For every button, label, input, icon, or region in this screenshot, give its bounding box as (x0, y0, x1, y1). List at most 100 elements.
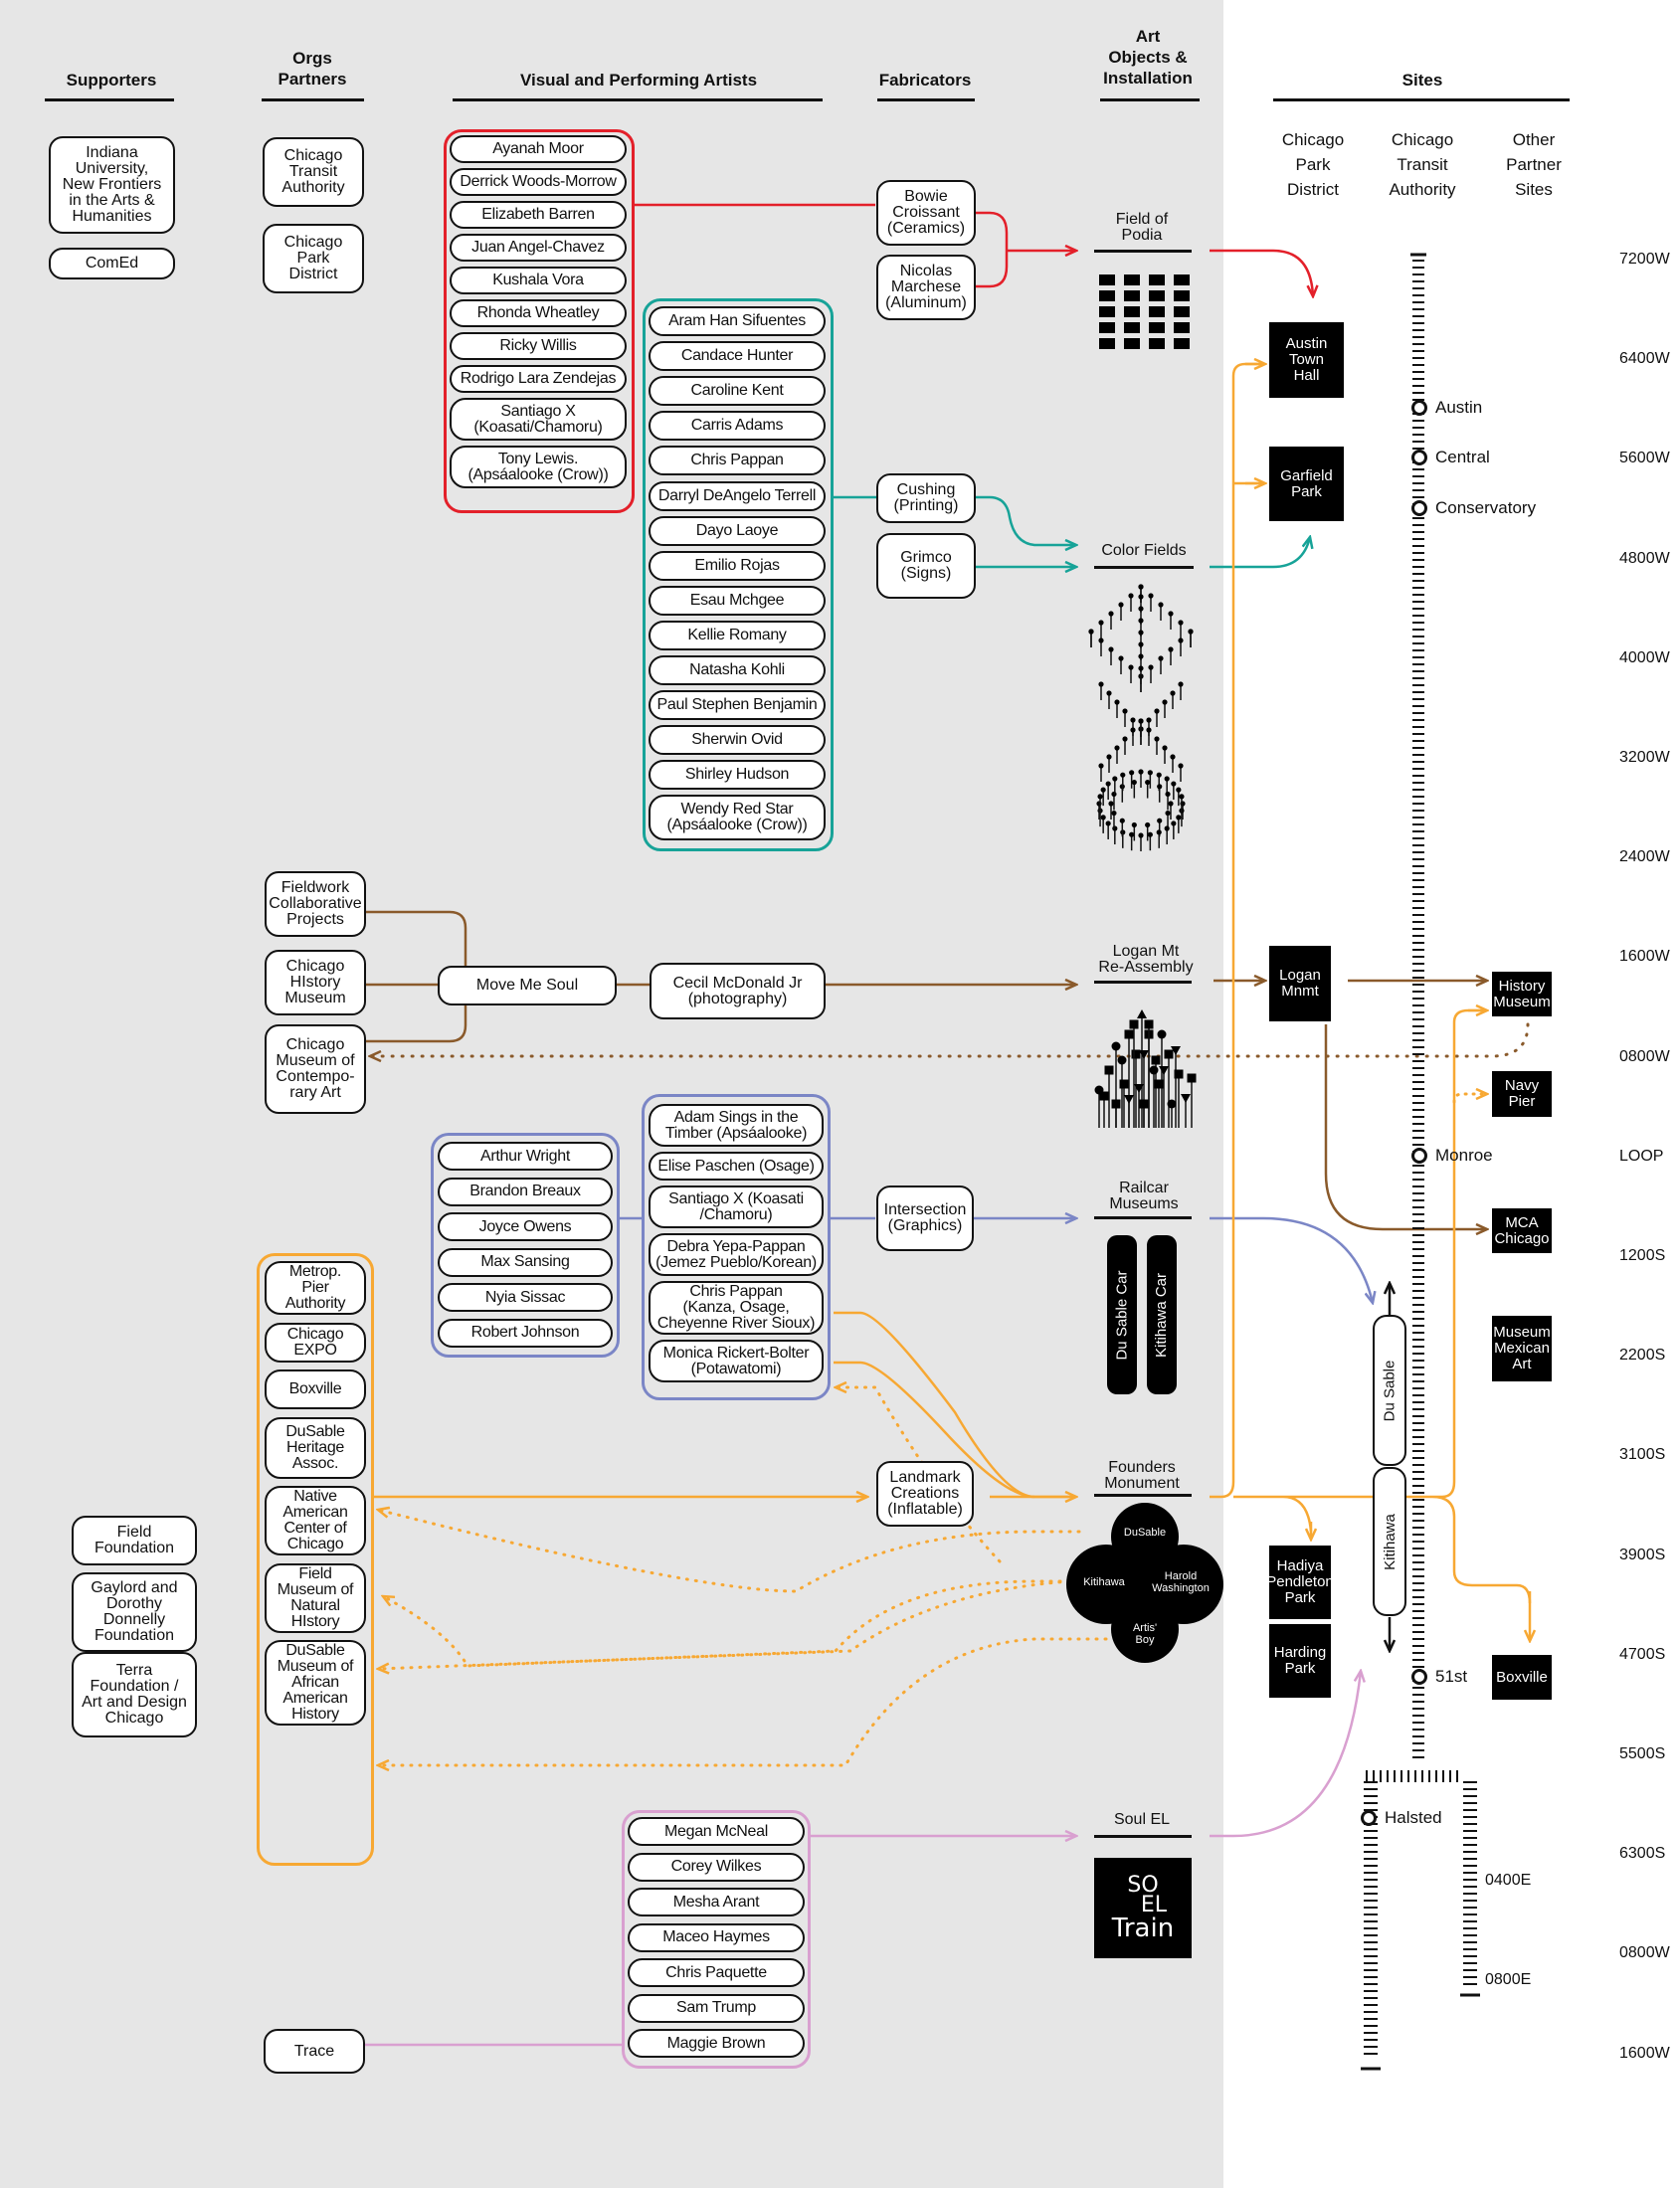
org-fieldwork[interactable]: Fieldwork Collaborative Projects (265, 871, 366, 937)
site-navy-pier[interactable]: Navy Pier (1492, 1071, 1552, 1117)
fabricator-intersection[interactable]: Intersection (Graphics) (876, 1185, 974, 1251)
railcar-du-sable: Du Sable Car (1107, 1235, 1137, 1394)
artist-blue-right[interactable]: Elise Paschen (Osage) (649, 1152, 824, 1181)
artist-pink[interactable]: Maceo Haymes (628, 1922, 805, 1952)
artist-teal[interactable]: Aram Han Sifuentes (649, 306, 826, 336)
site-boxville[interactable]: Boxville (1492, 1655, 1552, 1700)
coordinate-label: 6300S (1619, 1845, 1666, 1863)
art-object-founders-monument[interactable]: Founders Monument (1104, 1459, 1180, 1492)
site-austin-town-hall[interactable]: Austin Town Hall (1269, 322, 1344, 398)
org-orange[interactable]: DuSable Heritage Assoc. (265, 1416, 366, 1479)
fabricator-cushing[interactable]: Cushing (Printing) (876, 473, 976, 523)
rule-railcar (1094, 1216, 1192, 1219)
supporter-terra-foundation[interactable]: Terra Foundation / Art and Design Chicag… (72, 1652, 197, 1737)
supporter-comed[interactable]: ComEd (49, 248, 175, 279)
artist-teal[interactable]: Paul Stephen Benjamin (649, 690, 826, 721)
art-object-railcar-museums[interactable]: Railcar Museums (1109, 1180, 1179, 1212)
station-ring-icon (1411, 1148, 1427, 1164)
artist-red[interactable]: Derrick Woods-Morrow (450, 168, 627, 196)
artist-teal[interactable]: Darryl DeAngelo Terrell (649, 480, 826, 511)
artist-cecil-mcdonald[interactable]: Cecil McDonald Jr (photography) (650, 963, 826, 1019)
artist-blue-right[interactable]: Santiago X (Koasati /Chamoru) (649, 1185, 824, 1228)
artist-blue-left[interactable]: Joyce Owens (438, 1212, 613, 1241)
art-object-field-of-podia[interactable]: Field of Podia (1115, 211, 1169, 244)
org-mca[interactable]: Chicago Museum of Contempo- rary Art (265, 1024, 366, 1114)
founders-part-dusable: DuSable (1123, 1527, 1167, 1539)
artist-red[interactable]: Tony Lewis. (Apsáalooke (Crow)) (450, 446, 627, 488)
coordinate-label: 1200S (1619, 1247, 1666, 1264)
site-logan-mnmt[interactable]: Logan Mnmt (1269, 946, 1331, 1021)
org-orange[interactable]: Field Museum of Natural HIstory (265, 1562, 366, 1633)
artist-teal[interactable]: Sherwin Ovid (649, 725, 826, 756)
artist-pink[interactable]: Chris Paquette (628, 1958, 805, 1987)
artist-blue-right[interactable]: Monica Rickert-Bolter (Potawatomi) (649, 1340, 824, 1382)
org-orange[interactable]: Native American Center of Chicago (265, 1486, 366, 1555)
fabricator-grimco[interactable]: Grimco (Signs) (876, 533, 976, 599)
supporter-gaylord-donnelly[interactable]: Gaylord and Dorothy Donnelly Foundation (72, 1572, 197, 1652)
site-mca-chicago[interactable]: MCA Chicago (1492, 1208, 1552, 1253)
artist-red[interactable]: Kushala Vora (450, 267, 627, 294)
header-rule-artists (453, 98, 823, 101)
artist-teal[interactable]: Shirley Hudson (649, 760, 826, 791)
artist-red[interactable]: Rhonda Wheatley (450, 299, 627, 327)
org-orange[interactable]: DuSable Museum of African American Histo… (265, 1640, 366, 1726)
coordinate-label: 7200W (1619, 251, 1670, 268)
site-history-museum[interactable]: History Museum (1492, 972, 1552, 1016)
artist-blue-left[interactable]: Max Sansing (438, 1247, 613, 1277)
artist-red[interactable]: Elizabeth Barren (450, 201, 627, 229)
art-object-soul-el[interactable]: Soul EL (1113, 1811, 1171, 1828)
artist-teal[interactable]: Carris Adams (649, 411, 826, 442)
artist-red[interactable]: Ricky Willis (450, 332, 627, 360)
artist-pink[interactable]: Maggie Brown (628, 2029, 805, 2058)
artist-blue-left[interactable]: Arthur Wright (438, 1142, 613, 1171)
fabricator-bowie[interactable]: Bowie Croissant (Ceramics) (876, 180, 976, 246)
artist-pink[interactable]: Mesha Arant (628, 1888, 805, 1916)
site-hadiya-pendleton-park[interactable]: Hadiya Pendleton Park (1266, 1546, 1334, 1619)
artist-teal[interactable]: Wendy Red Star (Apsáalooke (Crow)) (649, 795, 826, 841)
artist-red[interactable]: Juan Angel-Chavez (450, 234, 627, 262)
artist-teal[interactable]: Candace Hunter (649, 341, 826, 372)
artist-pink[interactable]: Corey Wilkes (628, 1852, 805, 1882)
artist-teal[interactable]: Chris Pappan (649, 446, 826, 476)
coordinate-label: 1600W (1619, 2044, 1670, 2062)
art-object-color-fields[interactable]: Color Fields (1101, 542, 1187, 559)
artist-red[interactable]: Santiago X (Koasati/Chamoru) (450, 398, 627, 441)
header-rule-orgs (262, 98, 364, 101)
artist-teal[interactable]: Dayo Laoye (649, 515, 826, 546)
artist-red[interactable]: Ayanah Moor (450, 135, 627, 163)
org-cta[interactable]: Chicago Transit Authority (263, 137, 364, 207)
artist-pink[interactable]: Megan McNeal (628, 1817, 805, 1846)
org-orange[interactable]: Boxville (265, 1369, 366, 1409)
artist-teal[interactable]: Natasha Kohli (649, 655, 826, 685)
org-chicago-park-district[interactable]: Chicago Park District (263, 224, 364, 293)
site-harding-park[interactable]: Harding Park (1269, 1624, 1331, 1698)
site-museum-mexican-art[interactable]: Museum Mexican Art (1492, 1316, 1552, 1381)
artist-blue-right[interactable]: Chris Pappan (Kanza, Osage, Cheyenne Riv… (649, 1281, 824, 1335)
rule-color-fields (1094, 566, 1194, 569)
station-ring-icon (1411, 500, 1427, 516)
supporter-field-foundation[interactable]: Field Foundation (72, 1516, 197, 1565)
founders-part-kitihawa: Kitihawa (1083, 1576, 1125, 1588)
art-object-logan-mt[interactable]: Logan Mt Re-Assembly (1098, 943, 1194, 976)
artist-pink[interactable]: Sam Trump (628, 1993, 805, 2023)
org-chicago-history-museum[interactable]: Chicago HIstory Museum (265, 950, 366, 1015)
fabricator-nicolas[interactable]: Nicolas Marchese (Aluminum) (876, 255, 976, 320)
artist-blue-left[interactable]: Nyia Sissac (438, 1283, 613, 1312)
org-orange[interactable]: Chicago EXPO (265, 1322, 366, 1363)
fabricator-landmark[interactable]: Landmark Creations (Inflatable) (876, 1461, 974, 1527)
artist-teal[interactable]: Kellie Romany (649, 620, 826, 650)
artist-move-me-soul[interactable]: Move Me Soul (438, 966, 617, 1005)
site-garfield-park[interactable]: Garfield Park (1269, 447, 1344, 521)
artist-blue-right[interactable]: Debra Yepa-Pappan (Jemez Pueblo/Korean) (649, 1233, 824, 1276)
artist-blue-left[interactable]: Robert Johnson (438, 1318, 613, 1348)
artist-blue-right[interactable]: Adam Sings in the Timber (Apsáalooke) (649, 1104, 824, 1147)
artist-teal[interactable]: Esau Mchgee (649, 585, 826, 616)
artist-red[interactable]: Rodrigo Lara Zendejas (450, 365, 627, 393)
artist-teal[interactable]: Caroline Kent (649, 376, 826, 407)
org-orange[interactable]: Metrop. Pier Authority (265, 1261, 366, 1315)
coord-0800e: 0800E (1485, 1971, 1532, 1988)
org-trace[interactable]: Trace (264, 2029, 365, 2074)
artist-teal[interactable]: Emilio Rojas (649, 550, 826, 581)
artist-blue-left[interactable]: Brandon Breaux (438, 1177, 613, 1206)
supporter-indiana-university[interactable]: Indiana University, New Frontiers in the… (49, 136, 175, 234)
